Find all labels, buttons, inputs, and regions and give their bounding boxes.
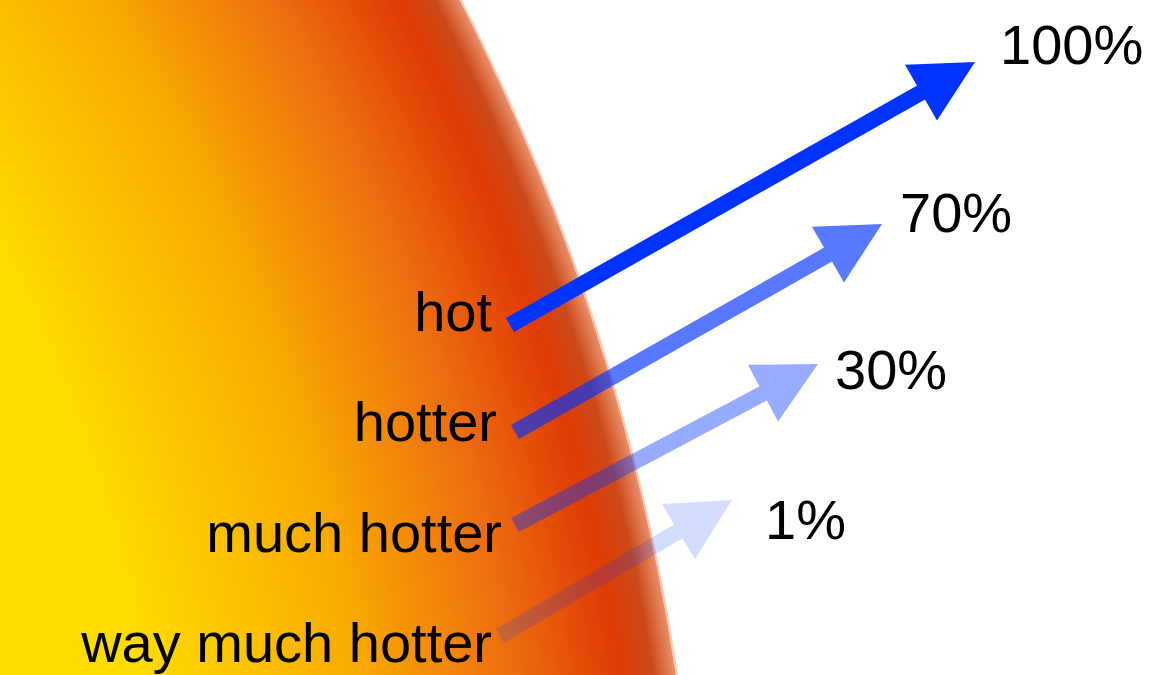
percent-label: 1% bbox=[765, 488, 846, 552]
arrow-1 bbox=[500, 500, 732, 636]
percent-label: 70% bbox=[900, 181, 1012, 245]
sun-rim bbox=[0, 0, 701, 675]
arrow-70 bbox=[515, 224, 882, 432]
percent-label: 30% bbox=[835, 338, 947, 402]
depth-label: hotter bbox=[354, 390, 497, 454]
percent-label: 100% bbox=[1000, 13, 1143, 77]
depth-label: hot bbox=[414, 280, 492, 344]
depth-label: much hotter bbox=[206, 501, 502, 565]
sun-body bbox=[0, 0, 700, 675]
depth-label: way much hotter bbox=[81, 611, 492, 675]
